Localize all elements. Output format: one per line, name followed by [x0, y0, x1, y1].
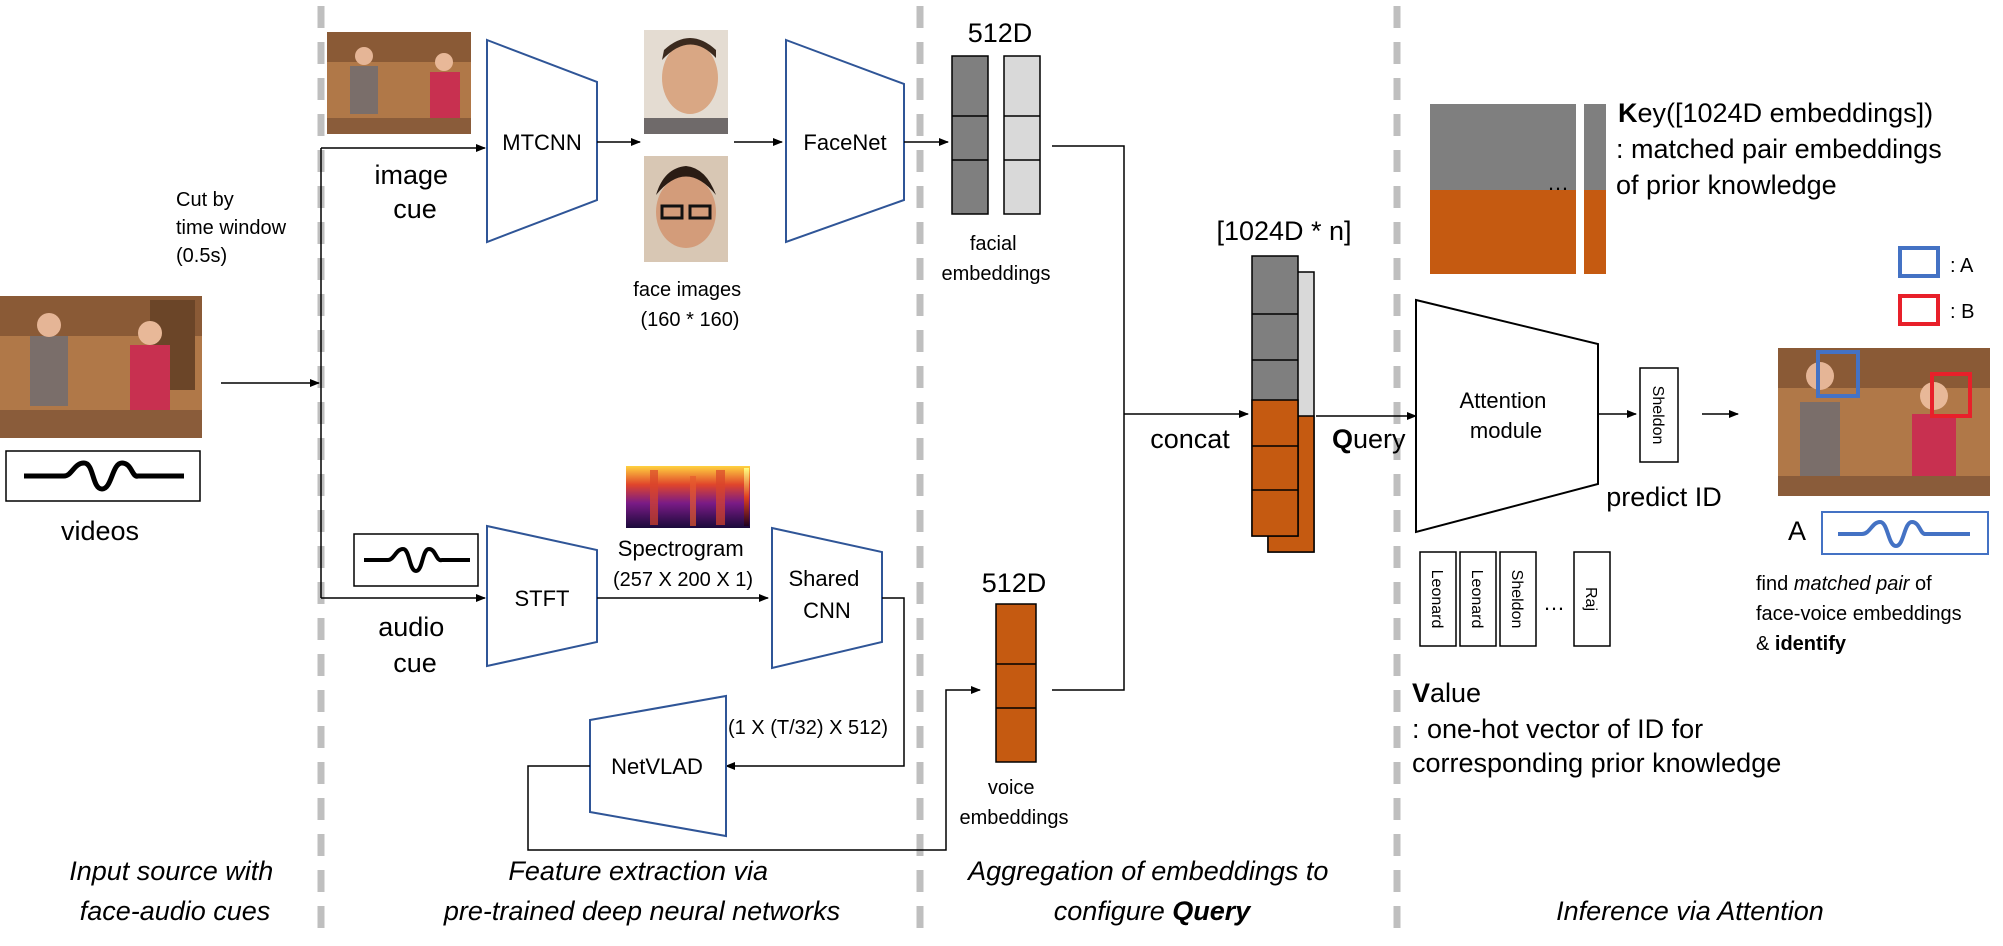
value-name-4: Raj	[1582, 587, 1599, 611]
legend-label-b: : B	[1950, 301, 1974, 323]
audio-cue-label: audio cue	[378, 612, 452, 678]
key-description: : matched pair embeddings of prior knowl…	[1616, 134, 1949, 200]
query-stack	[1251, 255, 1315, 553]
value-name-2: Leonard	[1468, 570, 1485, 629]
facenet-label: FaceNet	[803, 130, 886, 155]
legend-swatch-b	[1898, 294, 1940, 326]
face-image-leonard	[644, 156, 728, 262]
shared-cnn-block	[771, 526, 883, 670]
arrow-netvlad-voice	[527, 686, 981, 851]
query-dim-label: [1024D * n]	[1216, 216, 1351, 246]
legend-swatch-a	[1898, 246, 1940, 278]
key-embeddings	[1430, 104, 1606, 274]
legend-label-a: : A	[1950, 255, 1974, 277]
netvlad-dim-label: (1 X (T/32) X 512)	[728, 717, 888, 739]
voice-embedding-vector	[995, 603, 1037, 763]
image-cue-label: image cue	[374, 160, 455, 224]
concat-label: concat	[1150, 424, 1230, 454]
value-box-4	[1573, 551, 1611, 647]
predicted-id-name: Sheldon	[1649, 386, 1666, 445]
netvlad-label: NetVLAD	[611, 754, 703, 779]
video-frame-image	[0, 296, 202, 438]
output-scene-image	[1778, 348, 1990, 496]
caption-input-source: Input source with face-audio cues	[69, 856, 281, 926]
spectrogram-image	[626, 466, 750, 528]
key-ellipsis: …	[1547, 170, 1569, 195]
netvlad-block	[589, 694, 727, 838]
face-image-sheldon	[644, 30, 728, 134]
value-box-1	[1419, 551, 1457, 647]
value-label: Value	[1412, 678, 1481, 708]
facenet-block	[785, 38, 905, 244]
facial-embedding-vectors	[951, 55, 1041, 215]
identify-waveform-icon	[1838, 519, 1970, 549]
image-cue-thumbnail	[327, 32, 471, 134]
dim-512-bottom: 512D	[982, 568, 1047, 598]
spectrogram-label: Spectrogram (257 X 200 X 1)	[613, 536, 753, 591]
audio-waveform-icon	[364, 546, 470, 574]
detection-box-a	[1816, 350, 1860, 398]
value-box-2	[1459, 551, 1497, 647]
key-label: Key([1024D embeddings])	[1618, 98, 1933, 128]
voice-embeddings-label: voice embeddings	[960, 777, 1069, 829]
videos-label: videos	[61, 516, 139, 546]
caption-inference: Inference via Attention	[1556, 896, 1824, 926]
value-vectors: Leonard Leonard Sheldon … Raj	[1419, 551, 1611, 647]
waveform-icon	[24, 460, 184, 492]
value-name-1: Leonard	[1428, 570, 1445, 629]
mtcnn-label: MTCNN	[502, 130, 581, 155]
input-connectors	[221, 144, 486, 602]
mtcnn-block	[486, 38, 598, 244]
stft-label: STFT	[515, 586, 570, 611]
value-box-3	[1499, 551, 1537, 647]
attention-module-block	[1415, 298, 1599, 534]
value-ellipsis: …	[1543, 590, 1565, 615]
dim-512-top: 512D	[968, 18, 1033, 48]
face-images-label: face images (160 * 160)	[633, 279, 746, 331]
legend: : A : B	[1898, 246, 1974, 326]
cut-label: Cut by time window (0.5s)	[176, 189, 292, 267]
caption-aggregation: Aggregation of embeddings to configure Q…	[966, 856, 1336, 926]
stft-block	[486, 524, 598, 668]
facial-embeddings-label: facial embeddings	[942, 233, 1051, 285]
query-label: Query	[1332, 424, 1406, 454]
value-description: : one-hot vector of ID for corresponding…	[1412, 714, 1781, 778]
identify-letter: A	[1788, 516, 1806, 546]
value-name-3: Sheldon	[1508, 570, 1525, 629]
arrow-cnn-netvlad	[725, 597, 905, 770]
detection-box-b	[1930, 372, 1972, 418]
concat-connectors	[1052, 145, 1249, 691]
find-description: find matched pair of face-voice embeddin…	[1756, 573, 1967, 655]
predicted-id-box	[1639, 367, 1679, 463]
caption-feature-extraction: Feature extraction via pre-trained deep …	[443, 856, 840, 926]
shared-cnn-label: Shared CNN	[788, 566, 865, 623]
attention-module-label: Attention module	[1460, 388, 1553, 443]
predict-id-label: predict ID	[1606, 482, 1722, 512]
